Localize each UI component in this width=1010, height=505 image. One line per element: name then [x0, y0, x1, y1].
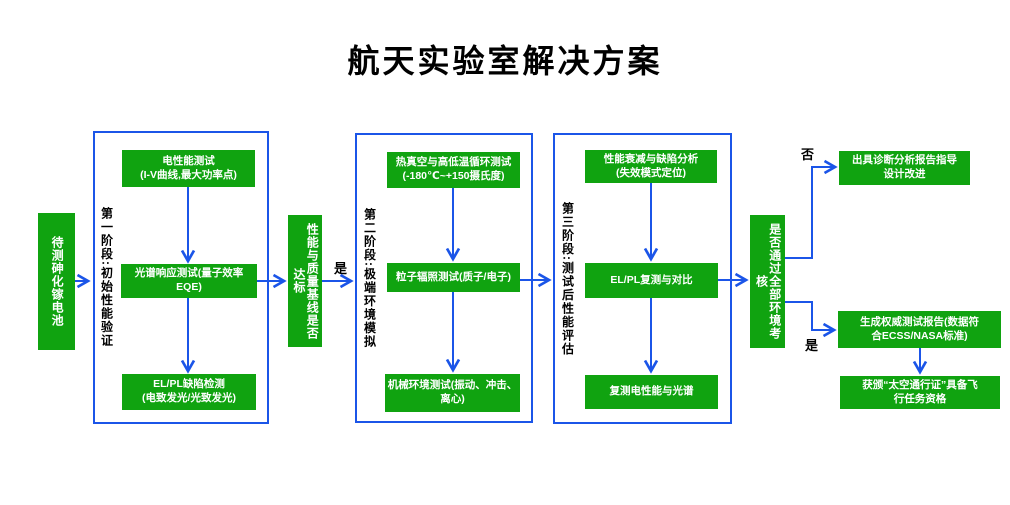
arrow-decision2-no-path — [785, 159, 838, 259]
phase-1-step-spectral-response: 光谱响应测试(量子效率EQE) — [121, 264, 257, 298]
phase-3-step-retest-electrical-spectral: 复测电性能与光谱 — [585, 375, 718, 409]
phase-2-label: 第二阶段:极端环境模拟 — [362, 207, 377, 349]
outcome-space-passport: 获颁“太空通行证”具备飞 行任务资格 — [840, 376, 1000, 409]
phase-3-step-el-pl-retest: EL/PL复测与对比 — [585, 263, 718, 298]
page-title: 航天实验室解决方案 — [347, 43, 663, 79]
phase-1-step-electrical-test: 电性能测试 (I-V曲线,最大功率点) — [122, 150, 255, 187]
outcome-diagnostic-report: 出具诊断分析报告指导 设计改进 — [839, 151, 970, 185]
phase-1-container — [93, 131, 269, 424]
outcome-authoritative-report: 生成权威测试报告(数据符 合ECSS/NASA标准) — [838, 311, 1001, 348]
phase-3-label: 第三阶段:测试后性能评估 — [560, 201, 575, 356]
phase-2-step-particle-irradiation: 粒子辐照测试(质子/电子) — [387, 263, 520, 292]
branch-label-yes-1: 是 — [334, 261, 348, 276]
arrow-decision2-yes-path — [785, 301, 837, 338]
phase-3-container — [553, 133, 732, 424]
branch-label-no: 否 — [801, 147, 815, 162]
decision-pass-all-env: 是否通过全部环境考核 — [750, 215, 785, 348]
phase-2-step-mechanical-env: 机械环境测试(振动、冲击、 离心) — [385, 374, 520, 412]
start-node-device-under-test: 待测砷化镓电池 — [38, 213, 75, 350]
phase-3-step-degradation-analysis: 性能衰减与缺陷分析 (失效模式定位) — [585, 150, 717, 183]
phase-1-step-el-pl-defect: EL/PL缺陷检测 (电致发光/光致发光) — [122, 374, 256, 410]
branch-label-yes-2: 是 — [805, 338, 819, 353]
phase-1-label: 第一阶段:初始性能验证 — [99, 207, 114, 348]
phase-2-step-thermal-vacuum: 热真空与高低温循环测试 (-180℃~+150摄氏度) — [387, 152, 520, 188]
phase-2-container — [355, 133, 533, 423]
decision-baseline-met: 性能与质量基线是否达标 — [288, 215, 322, 347]
